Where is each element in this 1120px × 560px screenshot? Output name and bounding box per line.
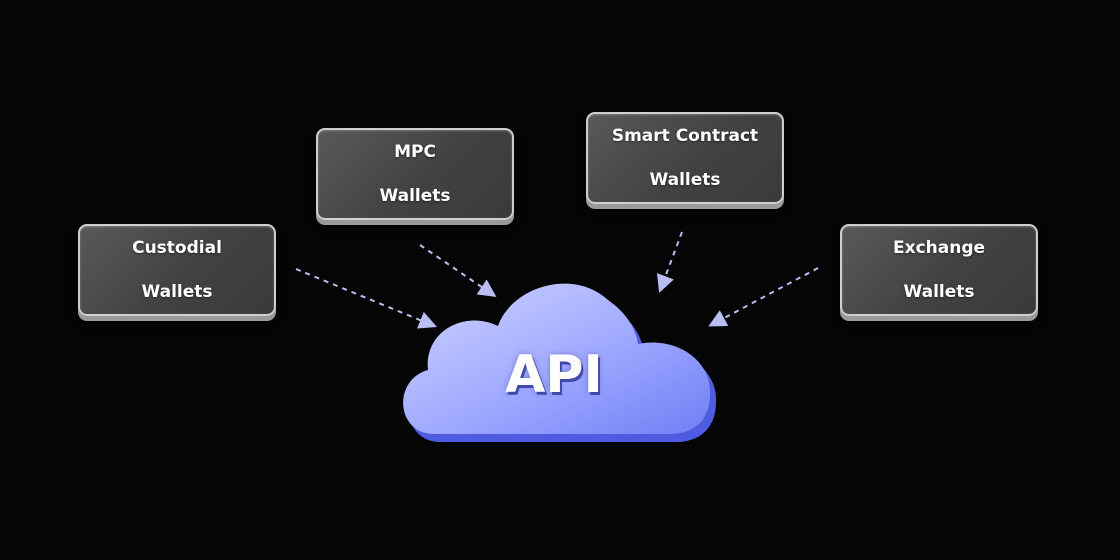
arrow-exchange-to-api	[708, 267, 819, 327]
node-exchange-wallets: Exchange Wallets	[840, 224, 1038, 316]
api-hub-label: API	[505, 345, 603, 405]
arrow-custodial-to-api	[295, 268, 437, 329]
node-mpc-wallets: MPC Wallets	[316, 128, 514, 220]
arrow-smart-contract-to-api	[656, 231, 683, 294]
arrow-mpc-to-api	[419, 244, 497, 298]
node-smart-contract-line1: Smart Contract	[611, 126, 759, 146]
node-mpc-line2: Wallets	[379, 186, 451, 206]
cloud-body	[403, 283, 711, 434]
node-smart-contract-wallets: Smart Contract Wallets	[586, 112, 784, 204]
node-custodial-line2: Wallets	[141, 282, 213, 302]
node-custodial-label: Custodial Wallets	[132, 215, 222, 325]
node-exchange-line1: Exchange	[892, 238, 986, 258]
node-smart-contract-line2: Wallets	[649, 170, 721, 190]
node-mpc-label: MPC Wallets	[379, 119, 450, 229]
node-exchange-label: Exchange Wallets	[893, 215, 985, 325]
node-custodial-wallets: Custodial Wallets	[78, 224, 276, 316]
node-smart-contract-label: Smart Contract Wallets	[612, 103, 758, 213]
node-mpc-line1: MPC	[394, 142, 436, 162]
node-exchange-line2: Wallets	[903, 282, 975, 302]
node-custodial-line1: Custodial	[132, 238, 222, 258]
